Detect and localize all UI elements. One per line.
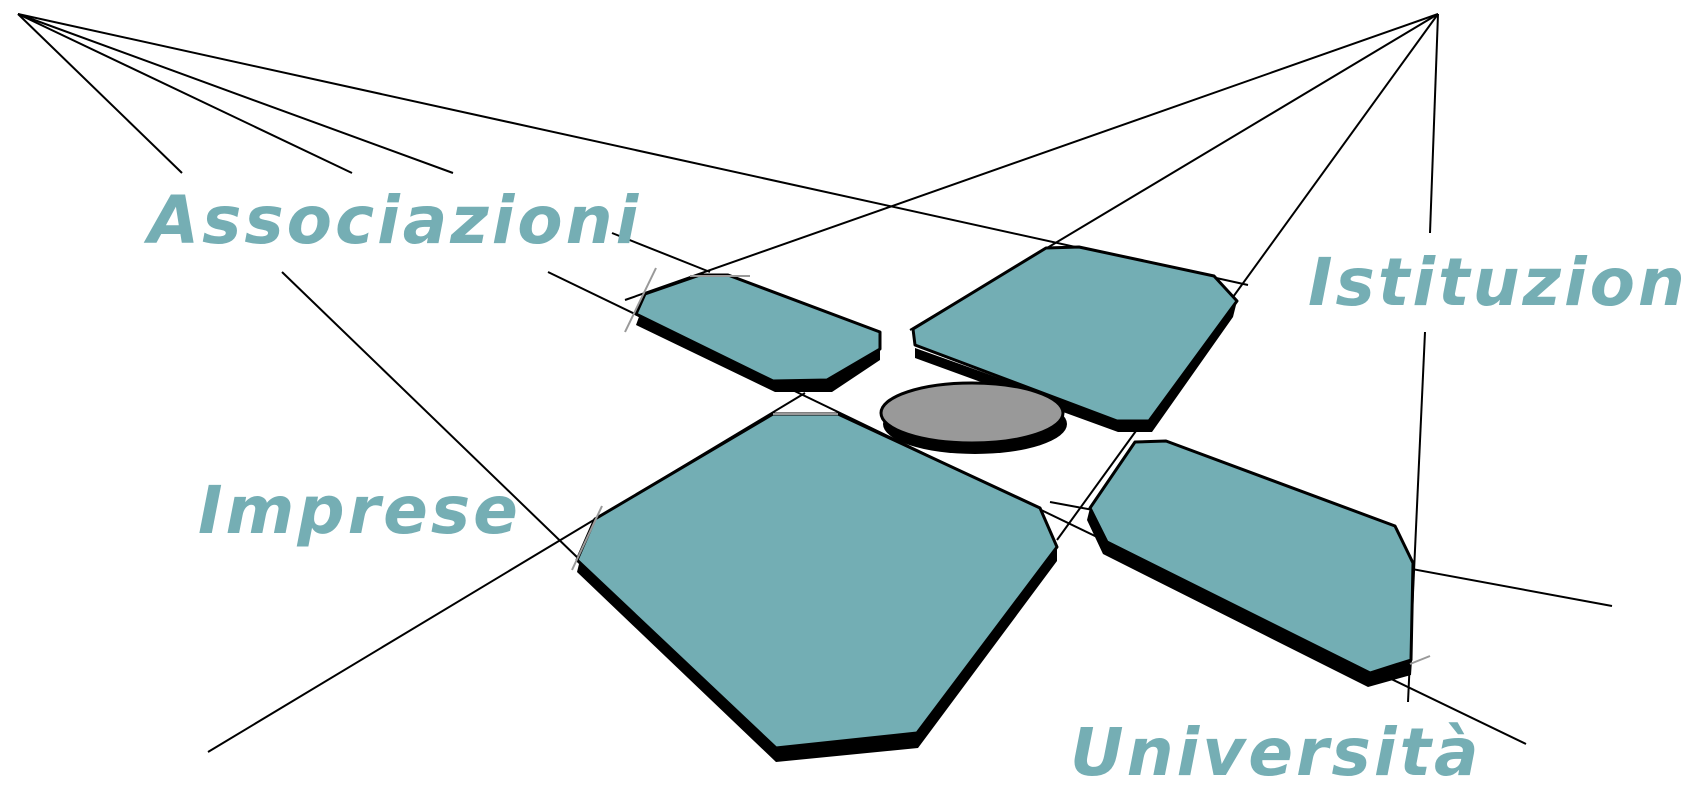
perspective-line xyxy=(624,13,1439,301)
perspective-line xyxy=(17,13,183,174)
central-hub xyxy=(879,381,1065,445)
label-istituzioni: Istituzioni xyxy=(1308,244,1682,321)
perspective-line xyxy=(281,271,581,561)
label-associazioni: Associazioni xyxy=(148,182,642,259)
perspective-line xyxy=(17,13,353,174)
perspective-line xyxy=(611,232,711,273)
label-imprese: Imprese xyxy=(198,472,521,549)
panels xyxy=(575,245,1415,750)
perspective-line xyxy=(1429,13,1439,234)
label-universita: Università xyxy=(1070,714,1482,791)
panel-associazioni xyxy=(634,273,882,383)
panel-universita xyxy=(1088,439,1415,675)
panel-istituzioni xyxy=(911,245,1239,423)
perspective-line xyxy=(17,13,454,174)
perspective-line xyxy=(1056,13,1439,541)
panel-imprese xyxy=(575,412,1059,750)
perspective-line xyxy=(17,13,1249,286)
connector-stubs xyxy=(571,267,1431,665)
